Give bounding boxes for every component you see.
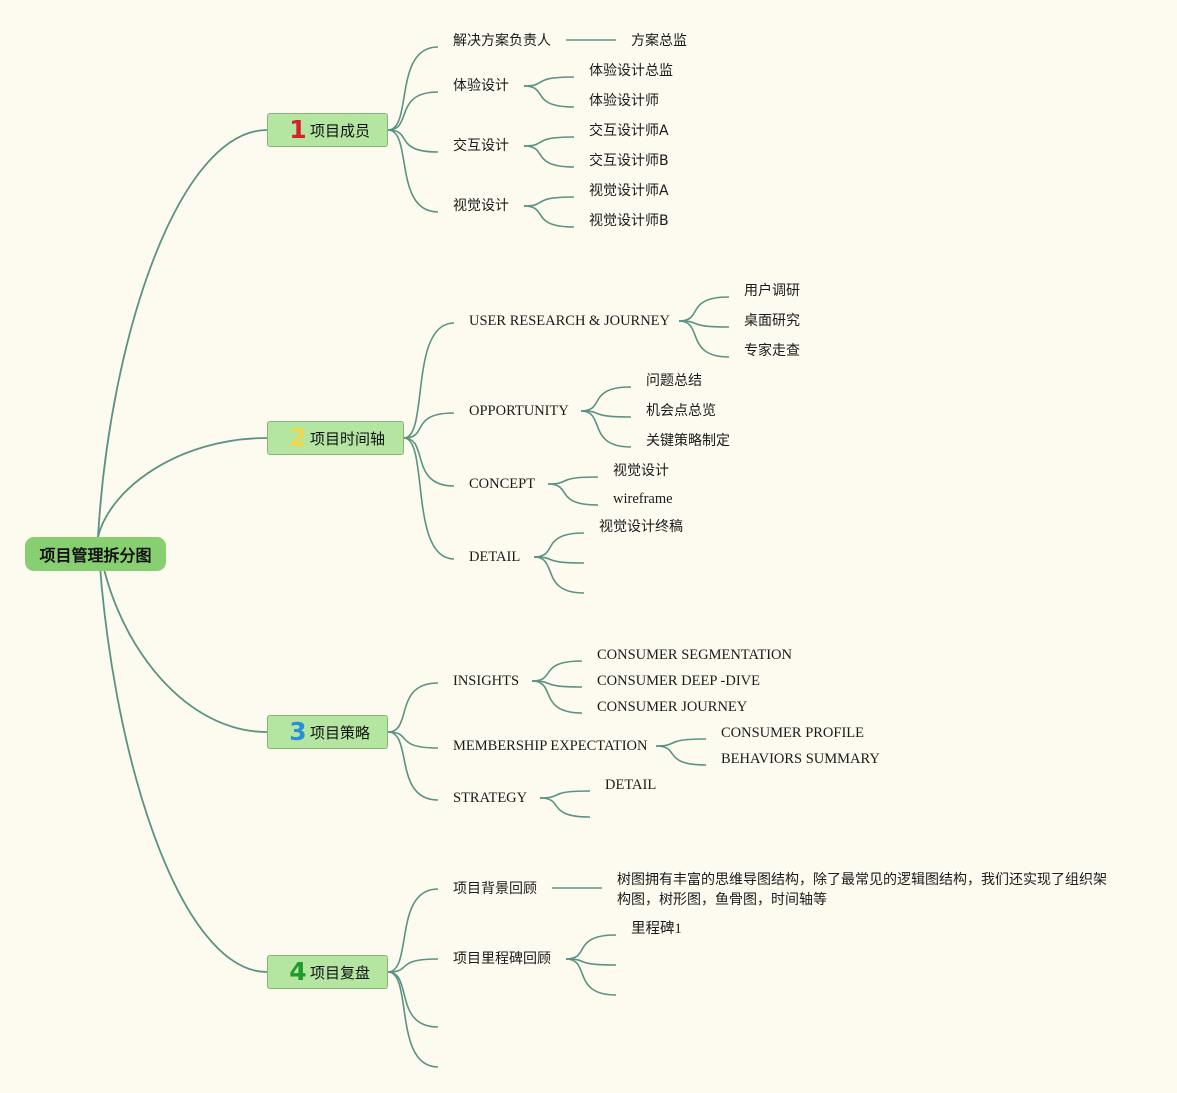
- topic-behaviors-summary[interactable]: BEHAVIORS SUMMARY: [721, 751, 880, 767]
- topic-milestone-review[interactable]: 项目里程碑回顾: [453, 951, 551, 967]
- topic-interaction-designer-b[interactable]: 交互设计师B: [589, 153, 669, 169]
- connector-line: [387, 731, 439, 801]
- root-node[interactable]: 项目管理拆分图: [25, 537, 166, 571]
- connector-line: [523, 85, 575, 108]
- topic-consumer-profile[interactable]: CONSUMER PROFILE: [721, 725, 865, 741]
- connector-line: [403, 412, 455, 439]
- connector-line: [533, 556, 585, 564]
- number-two-icon: 2: [289, 423, 307, 452]
- connector-line: [655, 738, 707, 747]
- connector-line: [387, 958, 439, 973]
- connector-line: [533, 532, 585, 558]
- branch-label: 项目复盘: [310, 963, 371, 982]
- connector-line: [403, 322, 455, 439]
- topic-interaction-designer-a[interactable]: 交互设计师A: [589, 123, 669, 139]
- branch-label: 项目成员: [310, 121, 371, 140]
- connector-line: [97, 129, 268, 538]
- topic-key-strategy[interactable]: 关键策略制定: [646, 433, 730, 449]
- topic-desk-research[interactable]: 桌面研究: [744, 313, 800, 329]
- topic-insights[interactable]: INSIGHTS: [453, 673, 520, 689]
- connector-line: [387, 682, 439, 733]
- connector-line: [547, 476, 599, 485]
- connector-line: [565, 934, 617, 960]
- topic-consumer-deep-dive[interactable]: CONSUMER DEEP -DIVE: [597, 673, 760, 689]
- connector-line: [403, 437, 455, 487]
- topic-wireframe[interactable]: wireframe: [613, 491, 673, 507]
- connector-line: [523, 76, 575, 87]
- topic-solution-lead[interactable]: 解决方案负责人: [453, 33, 551, 49]
- connector-line: [387, 731, 439, 749]
- connector-line: [387, 971, 439, 1068]
- topic-detail[interactable]: DETAIL: [469, 549, 521, 565]
- topic-visual-design[interactable]: 视觉设计: [453, 198, 509, 214]
- number-three-icon: 3: [289, 717, 307, 746]
- topic-experience-director[interactable]: 体验设计总监: [589, 63, 673, 79]
- connector-line: [580, 410, 632, 418]
- connector-line: [678, 320, 730, 328]
- connector-line: [531, 660, 583, 682]
- connector-line: [678, 296, 730, 322]
- connector-line: [565, 958, 617, 996]
- connector-line: [523, 205, 575, 228]
- connector-line: [97, 536, 268, 973]
- topic-expert-review[interactable]: 专家走查: [744, 343, 800, 359]
- connector-line: [387, 129, 439, 153]
- connector-line: [655, 745, 707, 766]
- topic-solution-director[interactable]: 方案总监: [631, 33, 687, 49]
- connector-line: [387, 888, 439, 973]
- topic-visual-designer-b[interactable]: 视觉设计师B: [589, 213, 669, 229]
- branch-node-strategy[interactable]: 3 项目策略: [267, 715, 388, 749]
- topic-user-research[interactable]: USER RESEARCH & JOURNEY: [469, 313, 671, 329]
- topic-consumer-journey[interactable]: CONSUMER JOURNEY: [597, 699, 748, 715]
- topic-strategy[interactable]: STRATEGY: [453, 790, 528, 806]
- connector-line: [403, 437, 455, 560]
- topic-membership-expectation[interactable]: MEMBERSHIP EXPECTATION: [453, 738, 648, 754]
- branch-label: 项目策略: [310, 723, 371, 742]
- connector-line: [533, 556, 585, 594]
- branch-node-members[interactable]: 1 项目成员: [267, 113, 388, 147]
- number-four-icon: 4: [289, 957, 307, 986]
- topic-consumer-segmentation[interactable]: CONSUMER SEGMENTATION: [597, 647, 792, 663]
- topic-problem-summary[interactable]: 问题总结: [646, 373, 702, 389]
- topic-experience-designer[interactable]: 体验设计师: [589, 93, 659, 109]
- topic-strategy-detail[interactable]: DETAIL: [605, 777, 657, 793]
- number-one-icon: 1: [289, 115, 307, 144]
- topic-description-paragraph[interactable]: 树图拥有丰富的思维导图结构，除了最常见的逻辑图结构，我们还实现了组织架构图，树形…: [617, 872, 1107, 908]
- topic-user-survey[interactable]: 用户调研: [744, 283, 800, 299]
- branch-node-timeline[interactable]: 2 项目时间轴: [267, 421, 404, 455]
- connector-line: [523, 145, 575, 168]
- connector-line: [580, 386, 632, 412]
- connector-line: [580, 410, 632, 448]
- connector-line: [539, 797, 591, 818]
- topic-concept[interactable]: CONCEPT: [469, 476, 536, 492]
- connector-line: [678, 320, 730, 358]
- topic-concept-visual[interactable]: 视觉设计: [613, 463, 669, 479]
- connector-line: [387, 129, 439, 213]
- topic-interaction-design[interactable]: 交互设计: [453, 138, 509, 154]
- connector-line: [531, 680, 583, 714]
- connector-line: [97, 536, 268, 733]
- topic-milestone-1[interactable]: 里程碑1: [631, 921, 682, 937]
- connector-line: [565, 958, 617, 966]
- topic-experience-design[interactable]: 体验设计: [453, 78, 509, 94]
- connector-line: [547, 483, 599, 506]
- topic-visual-designer-a[interactable]: 视觉设计师A: [589, 183, 669, 199]
- connector-line: [97, 437, 268, 538]
- topic-final-visual[interactable]: 视觉设计终稿: [599, 519, 683, 535]
- connector-line: [523, 136, 575, 147]
- topic-opportunity-overview[interactable]: 机会点总览: [646, 403, 716, 419]
- topic-background-review[interactable]: 项目背景回顾: [453, 881, 537, 897]
- topic-opportunity[interactable]: OPPORTUNITY: [469, 403, 569, 419]
- branch-node-review[interactable]: 4 项目复盘: [267, 955, 388, 989]
- connector-line: [387, 46, 439, 131]
- connector-line: [387, 91, 439, 131]
- connector-line: [523, 196, 575, 207]
- connector-line: [387, 971, 439, 1028]
- connector-line: [539, 790, 591, 799]
- root-label: 项目管理拆分图: [39, 546, 152, 565]
- branch-label: 项目时间轴: [310, 429, 386, 448]
